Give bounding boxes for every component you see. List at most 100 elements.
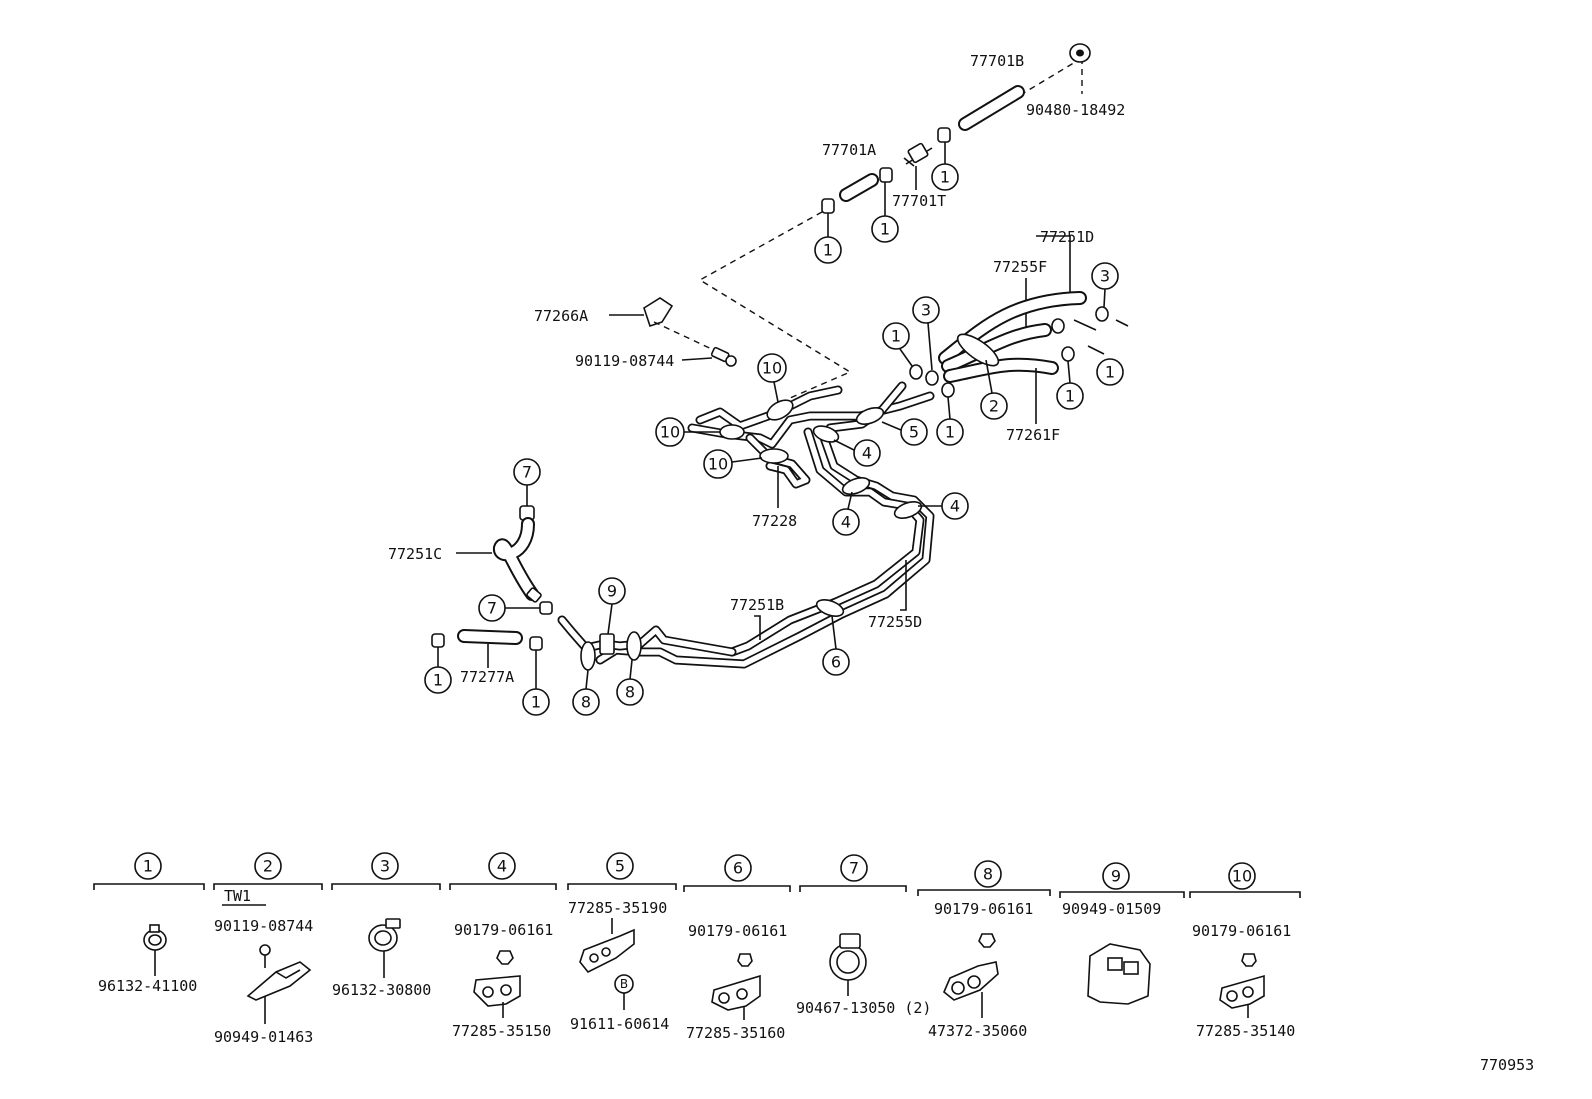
legend-col-7: 7 90467-13050 (2) [796,854,931,1017]
clamp-8 [580,641,596,671]
clamp-10 [719,424,745,440]
legend-tag-TW1: TW1 [224,887,251,905]
callout-6: 6 [831,653,841,672]
legend-callout-4: 4 [497,857,507,876]
clamp-5 [855,407,885,425]
label-77251C: 77251C [388,545,442,563]
callout-1: 1 [940,168,950,187]
callout-9: 9 [607,582,617,601]
label-77701T: 77701T [892,192,946,210]
filler-hose-group: 7 77251C 7 9 8 8 1 77277A 1 [388,458,644,716]
legend-part-77285-35150: 77285-35150 [452,1022,551,1040]
legend-part-90179-06161: 90179-06161 [454,921,553,939]
callout-8: 8 [581,693,591,712]
callout-7: 7 [487,599,497,618]
legend-col-10: 10 90179-06161 77285-35140 [1189,862,1301,1040]
legend-callout-7: 7 [849,859,859,878]
legend-marker-B: B [620,977,628,991]
legend-part-96132-41100: 96132-41100 [98,977,197,995]
legend-callout-6: 6 [733,859,743,878]
nut-icon [496,950,514,965]
callout-1: 1 [1105,363,1115,382]
legend-callout-2: 2 [263,857,273,876]
valve-77701T [903,142,933,167]
legend-part-47372-35060: 47372-35060 [928,1022,1027,1040]
legend-col-5: 5 77285-35190 B 91611-60614 [567,852,677,1033]
clamp-4 [841,477,871,495]
legend-part-90949-01463: 90949-01463 [214,1028,313,1046]
callout-4: 4 [841,513,851,532]
nut-icon [1241,953,1257,967]
legend-col-6: 6 90179-06161 77285-35160 [683,854,791,1042]
clip-icon [579,928,635,974]
bolt-icon [259,944,271,968]
clamp-10 [759,448,789,464]
callout-1: 1 [880,220,890,239]
legend-col-2: 2 TW1 90119-08744 90949-01463 [213,852,323,1046]
legend-part-77285-35140: 77285-35140 [1196,1022,1295,1040]
clamp-2 [956,333,1000,367]
legend-part-90179-06161: 90179-06161 [1192,922,1291,940]
label-77277A: 77277A [460,668,514,686]
bracket-icon [246,961,312,1001]
label-77228: 77228 [752,512,797,530]
nut-icon [978,933,996,948]
label-77261F: 77261F [1006,426,1060,444]
legend-part-90949-01509: 90949-01509 [1062,900,1161,918]
callout-3: 3 [921,301,931,320]
legend-part-77285-35190: 77285-35190 [568,899,667,917]
legend-callout-3: 3 [380,857,390,876]
callout-1: 1 [531,693,541,712]
hose-cap [821,198,835,214]
top-callouts: 1 1 1 [814,142,959,264]
callout-8: 8 [625,683,635,702]
legend-callout-5: 5 [615,857,625,876]
callout-10: 10 [762,359,782,378]
hose-cap [937,127,951,143]
legend-part-90179-06161: 90179-06161 [688,922,787,940]
label-77251B: 77251B [730,596,784,614]
label-77255D: 77255D [868,613,922,631]
clamp-4 [812,425,840,443]
clamp-9 [599,633,615,655]
legend-part-90467-13050: 90467-13050 (2) [796,999,931,1017]
label-77255F: 77255F [993,258,1047,276]
callout-10: 10 [708,455,728,474]
callout-3: 3 [1100,267,1110,286]
main-callouts: 10 10 10 77228 5 4 4 4 6 77251B 77255D [655,353,969,676]
hose-clamp-icon [143,924,167,951]
retainer-clip-icon [1087,943,1151,1005]
callout-1: 1 [823,241,833,260]
legend-col-1: 1 96132-41100 [93,852,205,995]
clamp-8 [626,631,642,661]
legend-col-9: 9 90949-01509 [1059,862,1185,1005]
callout-4: 4 [950,497,960,516]
callout-1: 1 [433,671,443,690]
legend: 1 96132-41100 2 TW1 90119-08744 [93,852,1301,1046]
label-90119-08744: 90119-08744 [575,352,674,370]
clamp-7 [539,601,553,615]
clamp-6 [815,599,845,617]
label-90480-18492: 90480-18492 [1026,101,1125,119]
legend-part-90179-06161: 90179-06161 [934,900,1033,918]
clip-icon [711,974,761,1011]
clip-icon [943,961,999,1001]
dash-leader [1021,57,1083,95]
label-77251D: 77251D [1040,228,1094,246]
label-77266A: 77266A [534,307,588,325]
callout-2: 2 [989,397,999,416]
hose-clamp-icon [368,918,401,952]
hose-cap [879,167,893,183]
callout-1: 1 [891,327,901,346]
legend-callout-10: 10 [1232,867,1252,886]
callout-1: 1 [945,423,955,442]
legend-callout-8: 8 [983,865,993,884]
legend-callout-9: 9 [1111,867,1121,886]
callout-7: 7 [522,463,532,482]
bracket-77266A-group: 77266A 90119-08744 [534,297,737,370]
diagram-id: 770953 [1480,1056,1534,1074]
callout-10: 10 [660,423,680,442]
legend-part-96132-30800: 96132-30800 [332,981,431,999]
clamp-10 [766,399,794,421]
